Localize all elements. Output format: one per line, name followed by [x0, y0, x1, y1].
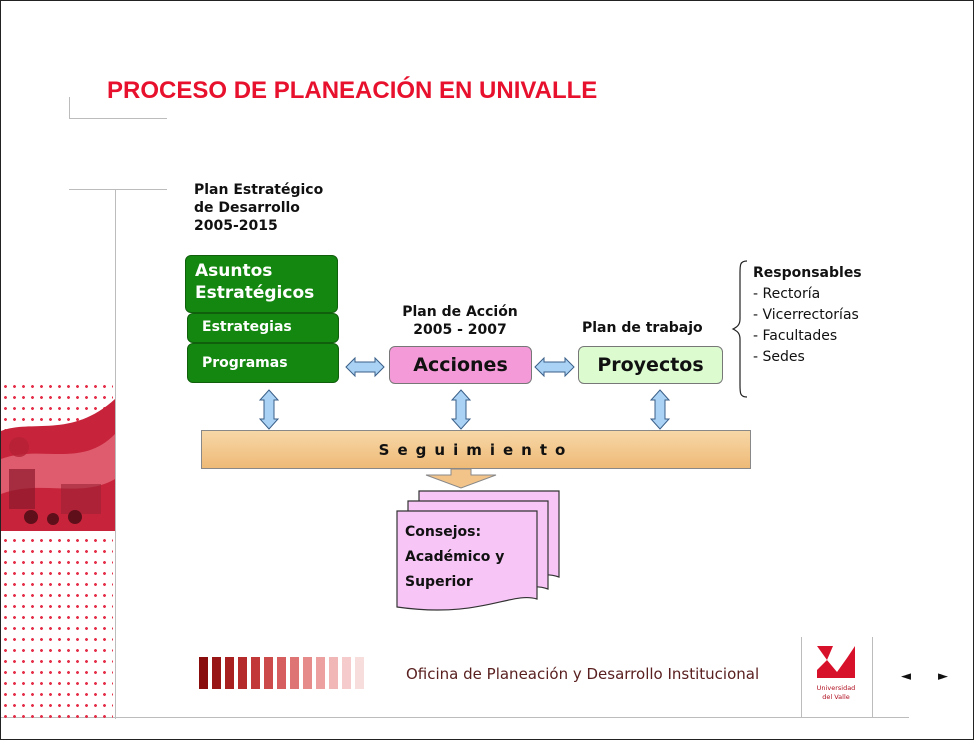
consejos-line1: Consejos: [405, 524, 482, 540]
vertical-rule [115, 189, 116, 719]
plan-trabajo-heading: Plan de trabajo [582, 320, 703, 336]
asuntos-line2: Estratégicos [195, 283, 315, 303]
footer-bars-decoration [199, 657, 389, 689]
plan-estrategico-line1: Plan Estratégico [194, 182, 324, 198]
programas-label: Programas [202, 355, 288, 371]
plan-accion-heading: Plan de Acción 2005 - 2007 [385, 303, 535, 339]
plan-estrategico-line2: de Desarrollo [194, 200, 300, 216]
proyectos-label: Proyectos [597, 354, 704, 376]
campus-photo-decoration [1, 399, 115, 531]
responsable-item: - Vicerrectorías [753, 307, 859, 323]
logo-text-line1: Universidad [817, 684, 856, 692]
responsables-list: Responsables - Rectoría - Vicerrectorías… [753, 263, 862, 368]
double-arrow-icon [450, 389, 472, 430]
logo-text-line2: del Valle [822, 693, 850, 701]
responsables-heading: Responsables [753, 265, 862, 281]
plan-estrategico-heading: Plan Estratégico de Desarrollo 2005-2015 [194, 181, 323, 235]
responsable-item: - Sedes [753, 349, 805, 365]
footer-divider-left [801, 637, 802, 717]
double-arrow-icon [345, 356, 385, 378]
plan-estrategico-line3: 2005-2015 [194, 218, 278, 234]
office-name: Oficina de Planeación y Desarrollo Insti… [406, 665, 760, 683]
responsable-item: - Facultades [753, 328, 838, 344]
asuntos-estrategicos-box: Asuntos Estratégicos [185, 255, 338, 313]
double-arrow-icon [534, 356, 575, 378]
footer-rule [1, 717, 909, 718]
down-arrow-icon [425, 468, 497, 489]
plan-accion-line1: Plan de Acción [402, 304, 518, 320]
responsables-brace [731, 260, 748, 398]
consejos-line3: Superior [405, 574, 473, 590]
consejos-text: Consejos: Académico y Superior [405, 520, 504, 595]
next-slide-button[interactable]: ► [938, 669, 948, 684]
seguimiento-label: Seguimiento [378, 440, 574, 459]
univalle-logo: Universidad del Valle [815, 644, 857, 701]
seguimiento-bar: Seguimiento [201, 430, 751, 469]
estrategias-box: Estrategias [187, 313, 339, 343]
consejos-line2: Académico y [405, 549, 505, 565]
header-rule [69, 118, 167, 119]
section-rule [69, 189, 167, 190]
footer-divider-right [872, 637, 873, 717]
acciones-box: Acciones [389, 346, 532, 384]
prev-slide-button[interactable]: ◄ [901, 669, 911, 684]
double-arrow-icon [258, 389, 280, 430]
asuntos-line1: Asuntos [195, 261, 273, 281]
double-arrow-icon [649, 389, 671, 430]
acciones-label: Acciones [413, 354, 508, 376]
page-title: PROCESO DE PLANEACIÓN EN UNIVALLE [107, 77, 598, 104]
programas-box: Programas [187, 343, 339, 383]
estrategias-label: Estrategias [202, 319, 292, 335]
plan-accion-line2: 2005 - 2007 [413, 322, 507, 338]
document-shape-front [396, 510, 538, 611]
header-rule-left [69, 97, 70, 119]
responsable-item: - Rectoría [753, 286, 821, 302]
proyectos-box: Proyectos [578, 346, 723, 384]
